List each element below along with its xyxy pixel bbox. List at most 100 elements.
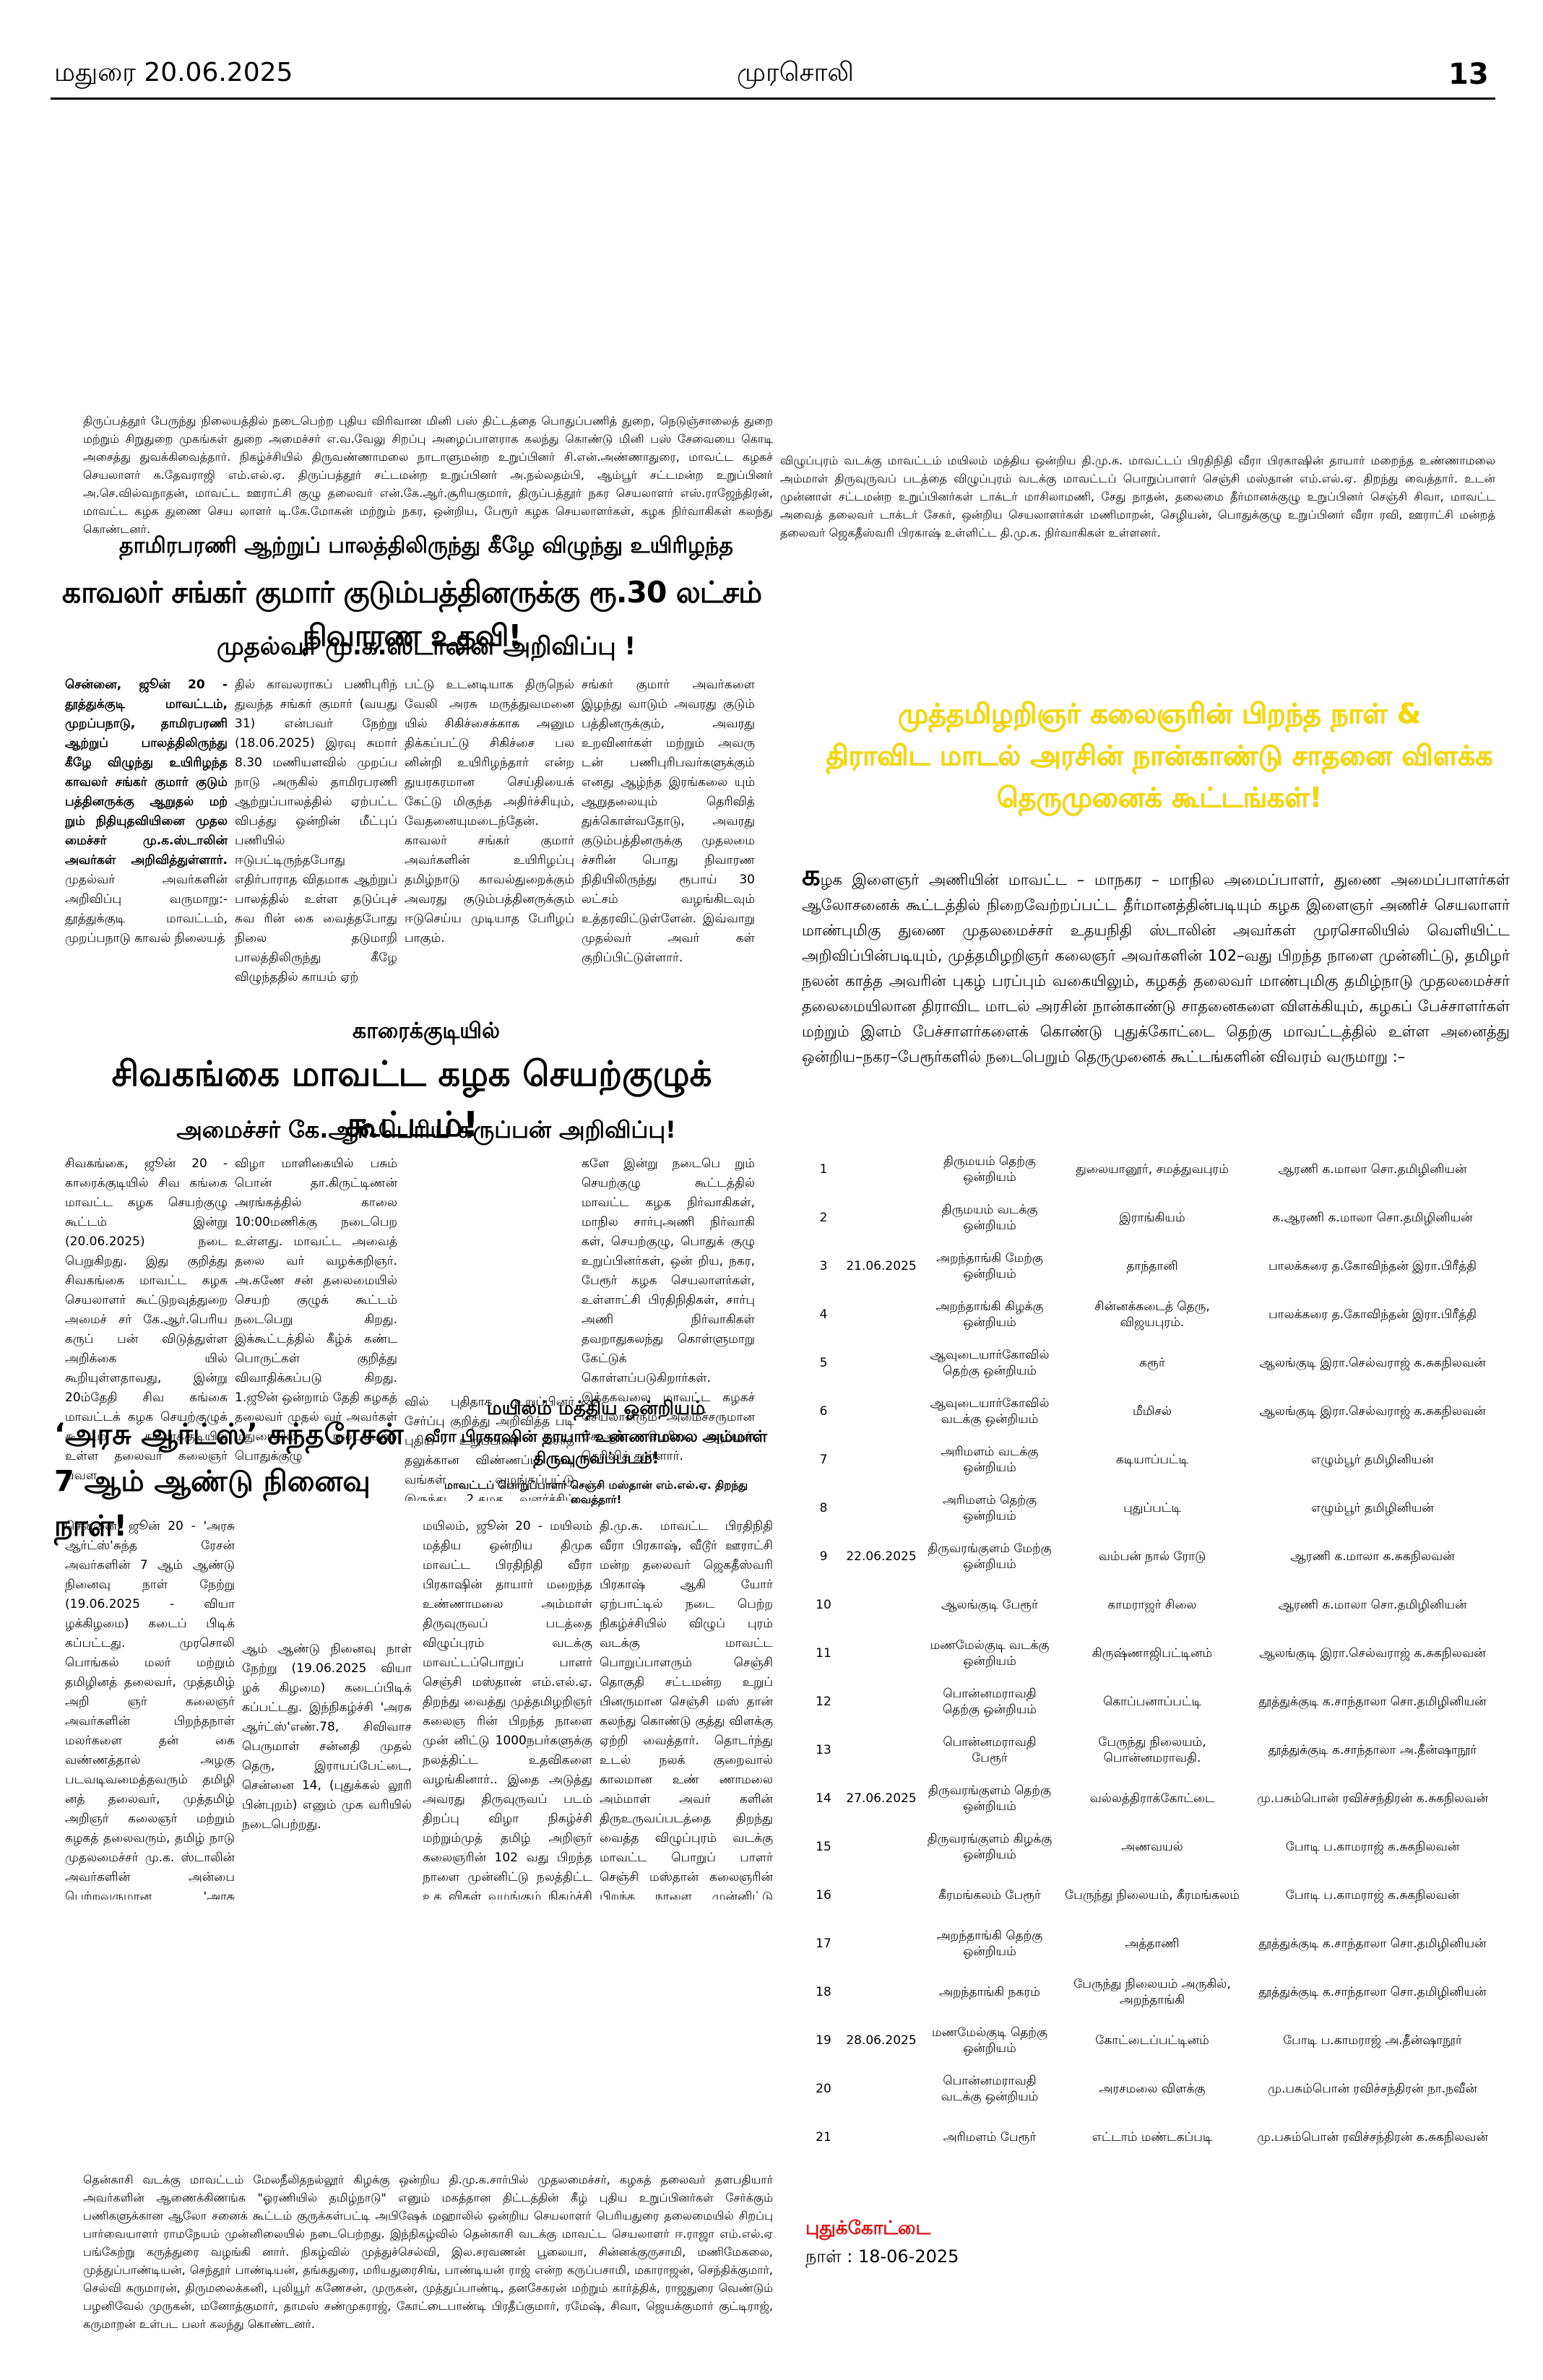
article4-kicker: மயிலம் மத்திய ஒன்றியம் (486, 1398, 706, 1419)
schedule-union: அறந்தாங்கி நகரம் (939, 1984, 1040, 1999)
article1-lead: சென்னை, ஜூன் 20 - தூத்துக்குடி மாவட்டம்,… (65, 678, 228, 867)
article4-col1: மயிலம், ஜூன் 20 - மயிலம் மத்திய ஒன்றிய த… (423, 1519, 592, 1900)
notice-title-line2: திராவிட மாடல் அரசின் நான்காண்டு சாதனை வி… (826, 740, 1493, 771)
schedule-union: திருவரங்குளம் மேற்கு ஒன்றியம் (928, 1541, 1052, 1572)
notice-dropcap: க (802, 859, 821, 892)
article2-col2b-text: வில் புதிதாக உறுப்பினர் சேர்ப்பு குறித்த… (405, 1395, 574, 1501)
schedule-place: அரசமலை விளக்கு (1099, 2081, 1206, 2096)
schedule-place: கொப்பனாப்பட்டி (1102, 1694, 1202, 1709)
schedule-no: 16 (816, 1887, 831, 1903)
schedule-date (842, 2113, 921, 2161)
schedule-speakers: மு.பசும்பொன் ரவிச்சந்திரன் க.சுகநிலவன் (1257, 1791, 1488, 1806)
schedule-speakers: பாலக்கரை த.கோவிந்தன் இரா.பிரீத்தி (1268, 1307, 1477, 1322)
schedule-speakers: தூத்துக்குடி க.சாந்தாலா சொ.தமிழினியன் (1258, 1694, 1487, 1709)
schedule-union: மணமேல்குடி தெற்கு ஒன்றியம் (932, 2025, 1047, 2056)
schedule-speakers: ஆலங்குடி இரா.செல்வராஜ் க.சுகநிலவன் (1259, 1355, 1486, 1370)
article4-subhead: மாவட்டப் பொறுப்பாளர் செஞ்சி மஸ்தான் எம்.… (444, 1479, 748, 1506)
article2-col1: சிவகங்கை, ஜூன் 20 - காரைக்குடியில் சிவ க… (65, 1156, 228, 1483)
schedule-place: இராங்கியம் (1119, 1210, 1185, 1225)
schedule-no: 11 (816, 1645, 831, 1661)
article1-subhead: முதல்வர் மு.க.ஸ்டாலின் அறிவிப்பு ! (216, 632, 636, 661)
schedule-union: அறந்தாங்கி கிழக்கு ஒன்றியம் (935, 1299, 1044, 1330)
article2-col2b-spacer (405, 1154, 574, 1393)
schedule-place: கடியாப்பட்டி (1115, 1452, 1189, 1467)
schedule-place: புதுப்பட்டி (1123, 1500, 1181, 1515)
schedule-place: பேருந்து நிலையம், கீரமங்கலம் (1065, 1887, 1240, 1903)
schedule-union: கீரமங்கலம் பேரூர் (938, 1887, 1041, 1903)
article1-col3: பட்டு உடனடியாக திருநெல் வேலி அரசு மருத்த… (405, 678, 574, 945)
schedule-place: பேருந்து நிலையம் அருகில், அறந்தாங்கி (1073, 1976, 1231, 2007)
article2-col2b: வில் புதிதாக உறுப்பினர் சேர்ப்பு குறித்த… (405, 1154, 574, 1501)
schedule-union: பொன்னமராவதி பேரூர் (943, 1734, 1037, 1765)
page-number: 13 (1448, 58, 1489, 91)
schedule-place: எட்டாம் மண்டகப்படி (1092, 2129, 1213, 2145)
schedule-no: 14 (816, 1791, 831, 1806)
schedule-union: திருமயம் வடக்கு ஒன்றியம் (941, 1202, 1038, 1233)
schedule-no: 13 (816, 1742, 831, 1757)
schedule-speakers: பாலக்கரை த.கோவிந்தன் இரா.பிரீத்தி (1268, 1258, 1477, 1273)
schedule-speakers: மு.பசும்பொன் ரவிச்சந்திரன் க.சுகநிலவன் (1257, 2129, 1488, 2145)
schedule-speakers: ஆலங்குடி இரா.செல்வராஜ் க.சுகநிலவன் (1259, 1403, 1486, 1419)
schedule-date (842, 1677, 921, 1726)
schedule-union: அரிமளம் வடக்கு ஒன்றியம் (941, 1444, 1039, 1475)
schedule-date (842, 1145, 921, 1193)
schedule-place: அணவயல் (1121, 1839, 1183, 1854)
schedule-union: பொன்னமராவதி தெற்கு ஒன்றியம் (943, 1686, 1037, 1717)
schedule-speakers: ஆரணி க.மாலா சொ.தமிழினியன் (1278, 1161, 1467, 1177)
schedule-no: 20 (816, 2081, 831, 2096)
schedule-no: 9 (819, 1549, 828, 1564)
schedule-date (842, 1968, 921, 2016)
schedule-union: மணமேல்குடி வடக்கு ஒன்றியம் (930, 1637, 1050, 1669)
schedule-union: அறந்தாங்கி மேற்கு ஒன்றியம் (936, 1250, 1043, 1281)
masthead: முரசொலி (737, 58, 854, 87)
schedule-place: காமராஜர் சிலை (1107, 1597, 1197, 1612)
schedule-no: 6 (819, 1403, 828, 1419)
schedule-place: வல்லத்திராக்கோட்டை (1089, 1791, 1215, 1806)
table-row: 9 22.06.2025 திருவரங்குளம் மேற்கு ஒன்றியம்… (805, 1532, 1499, 1580)
schedule-place: மீமிசல் (1133, 1403, 1172, 1419)
article2-kicker: காரைக்குடியில் (353, 1018, 500, 1044)
schedule-speakers: தூத்துக்குடி க.சாந்தாலா சொ.தமிழினியன் (1258, 1936, 1487, 1951)
header-rule (51, 98, 1495, 100)
schedule-date (842, 1580, 921, 1629)
schedule-union: அறந்தாங்கி தெற்கு ஒன்றியம் (936, 1928, 1043, 1959)
schedule-place: தாந்தானி (1126, 1258, 1178, 1273)
schedule-no: 7 (819, 1452, 828, 1467)
schedule-date (842, 1726, 921, 1774)
article1-col1-text: முதல்வர் அவர்களின் அறிவிப்பு வருமாறு:- த… (65, 873, 228, 945)
schedule-union: பொன்னமராவதி வடக்கு ஒன்றியம் (941, 2073, 1039, 2104)
schedule-date: 22.06.2025 (846, 1549, 917, 1564)
schedule-union: ஆலங்குடி பேரூர் (941, 1597, 1038, 1612)
schedule-union: திருவரங்குளம் கிழக்கு ஒன்றியம் (927, 1831, 1053, 1862)
article1-col2: தில் காவலராகப் பணிபுரிந் துவந்த சங்கர் க… (235, 678, 397, 985)
notice-body: கழக இளைஞர் அணியின் மாவட்ட – மாநகர – மாநி… (802, 861, 1510, 1070)
article3-headline-line1: ‘அரசு ஆர்ட்ஸ்’ சுந்தரேசன் (54, 1418, 404, 1451)
schedule-date: 27.06.2025 (846, 1791, 917, 1806)
schedule-date (842, 1919, 921, 1968)
schedule-place: வம்பன் நால் ரோடு (1098, 1549, 1206, 1564)
schedule-no: 2 (819, 1210, 828, 1225)
article2-col2: விழா மாளிகையில் பசும் பொன் தா.கிருட்டிணன… (235, 1156, 397, 1463)
schedule-no: 17 (816, 1936, 831, 1951)
schedule-speakers: க.ஆரணி க.மாலா சொ.தமிழினியன் (1272, 1210, 1473, 1225)
table-row: 20 பொன்னமராவதி வடக்கு ஒன்றியம் அரசமலை விளக… (805, 2064, 1499, 2113)
schedule-speakers: ஆரணி க.மாலா சொ.தமிழினியன் (1278, 1597, 1467, 1612)
schedule-date (842, 1435, 921, 1484)
schedule-no: 3 (819, 1258, 828, 1273)
schedule-place: அத்தாணி (1125, 1936, 1180, 1951)
schedule-date (842, 1193, 921, 1242)
